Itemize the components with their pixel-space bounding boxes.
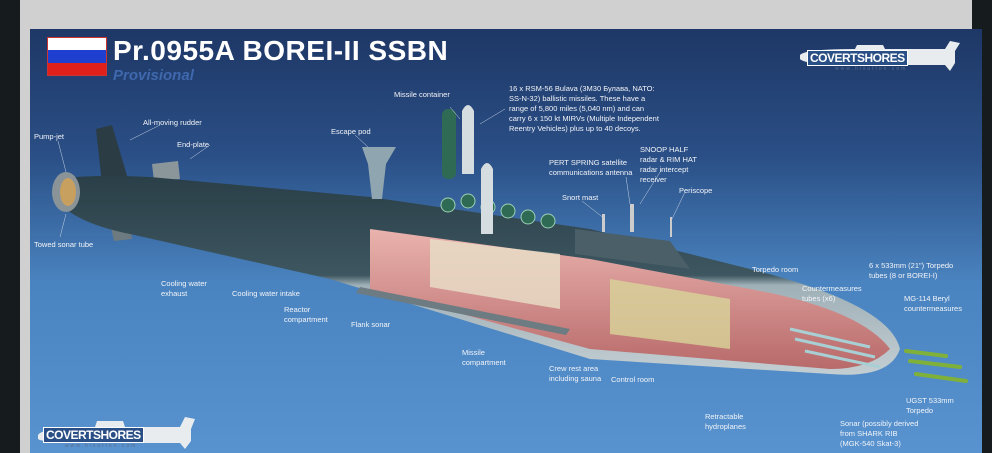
label-cooling-intake: Cooling water intake xyxy=(232,289,300,298)
label-missile-compartment: Missile compartment xyxy=(462,348,506,367)
label-control-room: Control room xyxy=(611,375,655,384)
covertshores-logo-top: COVERTSHORES www.hisutton.com xyxy=(795,37,965,77)
label-flank-sonar: Flank sonar xyxy=(351,320,391,329)
label-pump-jet: Pump-jet xyxy=(34,132,65,141)
label-rudder: All-moving rudder xyxy=(143,118,202,127)
label-end-plate: End-plate xyxy=(177,140,210,149)
infographic: Pr.0955A BOREI-II SSBN Provisional xyxy=(30,29,982,453)
label-snort-mast: Snort mast xyxy=(562,193,599,202)
label-missile-container: Missile container xyxy=(394,90,450,99)
label-reactor: Reactor compartment xyxy=(284,305,328,324)
label-periscope: Periscope xyxy=(679,186,713,195)
covertshores-logo-bottom: COVERTSHORES www.hisutton.com xyxy=(35,407,200,451)
label-crew-rest: Crew rest area including sauna xyxy=(549,364,602,383)
escape-pod-shape xyxy=(362,147,396,199)
ugst-torpedoes xyxy=(904,349,968,383)
label-pert-spring: PERT SPRING satellite communications ant… xyxy=(549,158,633,177)
label-escape-pod: Escape pod xyxy=(331,127,371,136)
label-ugst: UGST 533mm Torpedo xyxy=(906,396,954,415)
label-countermeasures-tubes: Countermeasures tubes (x6) xyxy=(802,284,862,303)
label-towed-sonar: Towed sonar tube xyxy=(34,240,94,249)
logo-text: COVERTSHORES xyxy=(807,50,908,66)
logo-url: www.hisutton.com xyxy=(835,66,908,72)
label-snoop-half: SNOOP HALF radar & RIM HAT radar interce… xyxy=(640,145,697,184)
russian-flag xyxy=(47,37,107,76)
rudder-shape xyxy=(96,125,128,184)
label-torpedo-tubes: 6 x 533mm (21") Torpedo tubes (8 or BORE… xyxy=(869,261,954,280)
missile-shape xyxy=(462,105,474,174)
label-hydroplanes: Retractable hydroplanes xyxy=(705,412,746,431)
label-mg114: MG-114 Beryl countermeasures xyxy=(904,294,962,313)
missile-container-shape xyxy=(442,109,456,179)
right-edge xyxy=(982,0,992,453)
label-sonar: Sonar (possibly derived from SHARK RIB (… xyxy=(840,419,919,448)
label-cooling-exhaust: Cooling water exhaust xyxy=(161,279,207,298)
sail-shape xyxy=(575,229,690,269)
subtitle: Provisional xyxy=(113,67,194,84)
logo-url: www.hisutton.com xyxy=(65,443,138,449)
logo-text: COVERTSHORES xyxy=(43,427,144,443)
label-torpedo-room: Torpedo room xyxy=(752,265,799,274)
submarine-cutaway xyxy=(52,105,968,383)
page-title: Pr.0955A BOREI-II SSBN xyxy=(113,35,449,66)
label-missiles: 16 x RSM-56 Bulava (3M30 Булава, NATO: S… xyxy=(509,84,659,133)
end-plate-shape xyxy=(152,161,180,181)
